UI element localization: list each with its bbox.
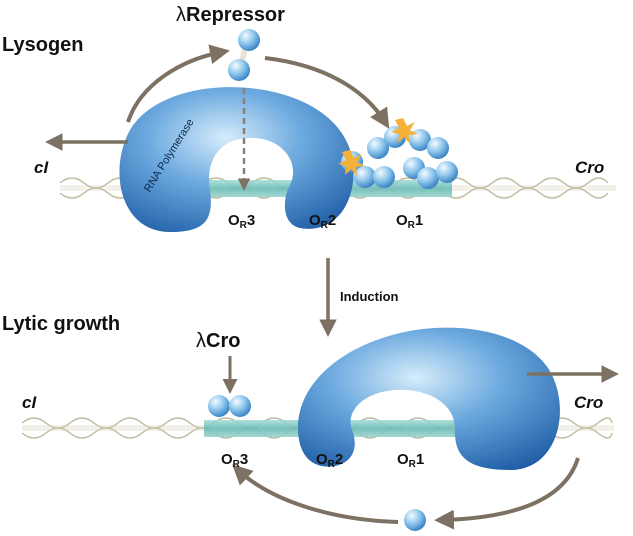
operator-or3-bottom: OR3 bbox=[221, 451, 249, 470]
lambda-symbol-bottom: λ bbox=[196, 330, 206, 352]
cro-label: Cro bbox=[206, 330, 241, 352]
gene-ci-top: cI bbox=[34, 158, 49, 177]
repressor-title: λRepressor bbox=[176, 4, 285, 27]
gene-cro-bottom: Cro bbox=[574, 393, 604, 412]
induction-label: Induction bbox=[340, 289, 399, 304]
operator-or2-bottom: OR2 bbox=[316, 451, 344, 470]
rna-polymerase-bottom bbox=[297, 327, 560, 470]
cro-protein-icon bbox=[404, 509, 426, 531]
repressor-complex-top bbox=[341, 126, 458, 189]
repressor-label: Repressor bbox=[186, 4, 285, 26]
repressor-arrow-in bbox=[126, 44, 230, 123]
lambda-symbol: λ bbox=[176, 4, 186, 26]
operator-or1-bottom: OR1 bbox=[397, 451, 425, 470]
cro-dimer-on-dna bbox=[208, 395, 251, 417]
gene-ci-bottom: cI bbox=[22, 393, 37, 412]
repressor-dimer-icon bbox=[228, 29, 260, 81]
spark-icon bbox=[338, 118, 418, 176]
rna-polymerase-top bbox=[119, 87, 354, 232]
lysogen-title: Lysogen bbox=[2, 34, 84, 56]
operator-or2-top: OR2 bbox=[309, 212, 337, 231]
cro-arrow-loop bbox=[232, 464, 399, 524]
cro-title: λCro bbox=[196, 330, 240, 353]
lytic-growth-title: Lytic growth bbox=[2, 313, 121, 335]
repressor-arrow-out bbox=[264, 56, 390, 129]
gene-cro-top: Cro bbox=[575, 158, 605, 177]
cro-arrow-return bbox=[434, 457, 580, 530]
operator-or3-top: OR3 bbox=[228, 212, 256, 231]
operator-or1-top: OR1 bbox=[396, 212, 424, 231]
